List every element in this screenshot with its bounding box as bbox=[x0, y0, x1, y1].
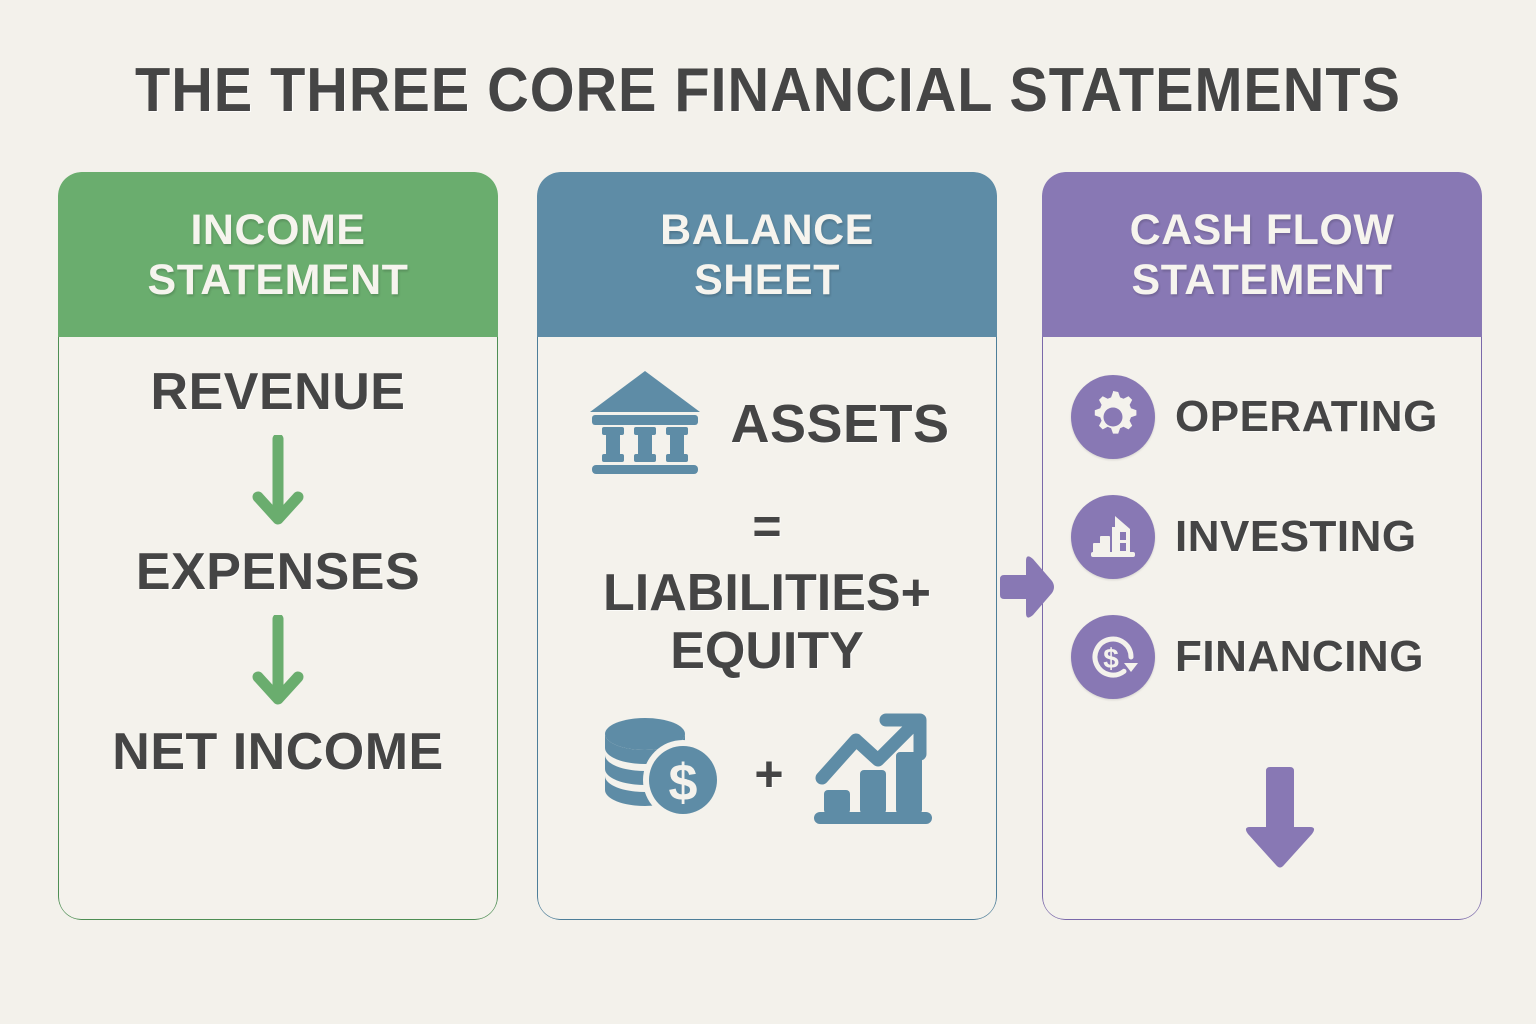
cashflow-rows: OPERATING bbox=[1043, 337, 1481, 873]
cashflow-label-operating: OPERATING bbox=[1175, 392, 1438, 441]
card-balance-sheet-title: BALANCE SHEET bbox=[660, 205, 874, 305]
arrow-down-thick-icon bbox=[1043, 761, 1481, 873]
arrow-right-thick-icon bbox=[1000, 549, 1056, 625]
balance-icons-row: $ + bbox=[538, 712, 996, 835]
balance-equation: LIABILITIES+ EQUITY bbox=[538, 564, 996, 680]
factory-building-icon bbox=[1071, 495, 1155, 579]
cashflow-row-financing: $ FINANCING bbox=[1043, 615, 1481, 699]
balance-plus-symbol: + bbox=[754, 745, 784, 802]
arrow-down-icon bbox=[250, 613, 306, 711]
income-flow: REVENUE EXPENSES NET INCOME bbox=[59, 337, 497, 781]
card-cash-flow-statement-body: OPERATING bbox=[1042, 337, 1482, 920]
income-step-expenses: EXPENSES bbox=[135, 543, 421, 601]
gear-icon bbox=[1071, 375, 1155, 459]
balance-assets-row: ASSETS bbox=[538, 337, 996, 482]
balance-equals-symbol: = bbox=[752, 498, 782, 554]
income-step-net-income: NET INCOME bbox=[112, 723, 444, 781]
coin-stack-dollar-icon: $ bbox=[598, 712, 728, 835]
card-balance-sheet: BALANCE SHEET bbox=[537, 172, 997, 920]
card-balance-sheet-body: ASSETS = LIABILITIES+ EQUITY bbox=[537, 337, 997, 920]
cashflow-title-line-2: STATEMENT bbox=[1131, 255, 1393, 304]
page-title: THE THREE CORE FINANCIAL STATEMENTS bbox=[135, 56, 1401, 125]
income-title-line-1: INCOME bbox=[190, 205, 366, 254]
cashflow-row-investing: INVESTING bbox=[1043, 495, 1481, 579]
cashflow-label-investing: INVESTING bbox=[1175, 512, 1417, 561]
arrow-down-icon bbox=[250, 433, 306, 531]
card-income-statement: INCOME STATEMENT REVENUE EXPENSES bbox=[58, 172, 498, 920]
card-income-statement-body: REVENUE EXPENSES NET INCOME bbox=[58, 337, 498, 920]
card-balance-sheet-header: BALANCE SHEET bbox=[537, 172, 997, 337]
balance-equation-line-2: EQUITY bbox=[670, 622, 864, 680]
bar-chart-growth-icon bbox=[810, 712, 936, 835]
balance-equation-line-1: LIABILITIES+ bbox=[603, 564, 931, 622]
svg-text:$: $ bbox=[669, 754, 698, 812]
bank-icon bbox=[584, 365, 706, 482]
balance-assets-label: ASSETS bbox=[730, 393, 950, 454]
card-cash-flow-statement-title: CASH FLOW STATEMENT bbox=[1130, 205, 1395, 305]
card-income-statement-header: INCOME STATEMENT bbox=[58, 172, 498, 337]
cashflow-title-line-1: CASH FLOW bbox=[1129, 205, 1395, 254]
card-cash-flow-statement-header: CASH FLOW STATEMENT bbox=[1042, 172, 1482, 337]
income-step-revenue: REVENUE bbox=[150, 363, 406, 421]
cashflow-label-financing: FINANCING bbox=[1175, 632, 1424, 681]
income-title-line-2: STATEMENT bbox=[147, 255, 409, 304]
balance-title-line-1: BALANCE bbox=[660, 205, 874, 254]
balance-title-line-2: SHEET bbox=[694, 255, 840, 304]
cashflow-row-operating: OPERATING bbox=[1043, 375, 1481, 459]
dollar-refresh-icon: $ bbox=[1071, 615, 1155, 699]
svg-text:$: $ bbox=[1103, 643, 1119, 674]
card-income-statement-title: INCOME STATEMENT bbox=[148, 205, 409, 305]
card-cash-flow-statement: CASH FLOW STATEMENT OPERATING bbox=[1042, 172, 1482, 920]
